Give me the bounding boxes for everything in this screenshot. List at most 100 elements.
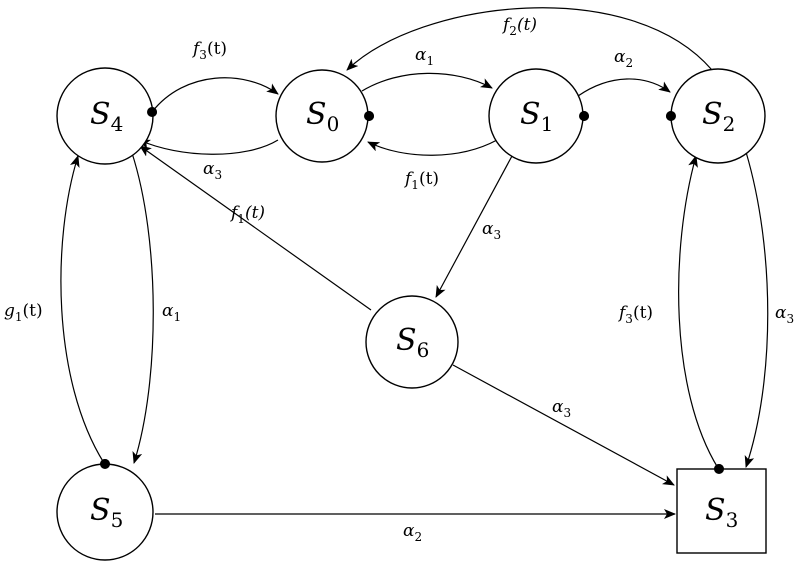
node-s0: S0 (275, 69, 369, 163)
edge-s2-to-s0-label: f2(t) (501, 15, 537, 38)
edge-s5-to-s4-label-subscript: 1 (15, 310, 23, 324)
edge-s1-to-s6-line (435, 155, 513, 298)
edge-s6-to-s4: f1(t) (139, 145, 372, 311)
node-s2: S2 (670, 68, 766, 164)
edge-s6-to-s4-label-arg: (t) (245, 203, 265, 223)
edge-s1-to-s2-label-subscript: 2 (625, 56, 633, 70)
edge-s1-to-s2-line (577, 78, 671, 97)
edge-s5-to-s4: g1(t) (4, 155, 110, 469)
edge-s4-to-s0-label-symbol: f (191, 39, 202, 59)
node-s4-port-dot (147, 107, 157, 117)
node-s1-port-dot (579, 111, 589, 121)
node-s5-subscript: 5 (111, 508, 124, 532)
edge-s6-to-s4-label-symbol: f (229, 203, 240, 223)
node-s0-port-dot (364, 111, 374, 121)
node-s1-subscript: 1 (541, 112, 554, 136)
edge-s1-to-s0-label-arg: (t) (419, 169, 439, 189)
edge-s1-to-s6-label-symbol: α (482, 219, 494, 239)
edge-s1-to-s6: α3 (435, 155, 513, 298)
edge-s0-to-s1-label-subscript: 1 (426, 54, 434, 68)
edge-s6-to-s4-label-subscript: 1 (237, 212, 245, 226)
node-s0-label: S0 (306, 97, 339, 136)
edge-s2-to-s3-label-symbol: α (775, 303, 787, 323)
edge-s4-to-s0-line (151, 77, 279, 113)
edge-s6-to-s3: α3 (452, 364, 675, 486)
node-s2-port-dot (666, 111, 676, 121)
node-s4-subscript: 4 (111, 112, 124, 136)
edge-s2-to-s3-line (744, 151, 769, 468)
edge-s5-to-s3-label: α2 (403, 521, 422, 544)
edge-s6-to-s3-line (452, 364, 675, 486)
edge-s3-to-s2-label-subscript: 3 (625, 312, 633, 326)
edge-s6-to-s4-label: f1(t) (229, 203, 265, 226)
node-s3-label: S3 (705, 493, 738, 532)
edge-s3-to-s2-label: f3(t) (617, 303, 653, 326)
edge-s1-to-s2-label-symbol: α (614, 47, 626, 67)
node-s0-subscript: 0 (327, 112, 340, 136)
edge-s2-to-s0-label-arg: (t) (517, 15, 537, 35)
node-s3-port-dot (714, 464, 724, 474)
edge-s0-to-s4: α3 (138, 139, 279, 182)
edge-s6-to-s3-label-subscript: 3 (563, 406, 571, 420)
node-s6: S6 (365, 295, 459, 389)
edge-s0-to-s4-label-subscript: 3 (214, 168, 222, 182)
edge-s5-to-s3-label-subscript: 2 (414, 530, 422, 544)
edge-s5-to-s4-label: g1(t) (4, 301, 43, 324)
edge-s0-to-s1-label: α1 (415, 45, 434, 68)
edge-s5-to-s4-label-symbol: g (4, 301, 15, 321)
edge-s4-to-s0-label-arg: (t) (207, 39, 227, 59)
node-s5-label: S5 (90, 493, 123, 532)
edge-s2-to-s3-label-subscript: 3 (786, 312, 794, 326)
edge-s3-to-s2-label-symbol: f (617, 303, 628, 323)
edge-s2-to-s0-label-subscript: 2 (509, 24, 517, 38)
edge-s3-to-s2: f3(t) (617, 155, 724, 474)
edge-s2-to-s3-label: α3 (775, 303, 794, 326)
edge-s4-to-s5-line (131, 152, 154, 464)
edge-s5-to-s4-label-arg: (t) (23, 301, 43, 321)
edge-s2-to-s3: α3 (744, 151, 794, 468)
edge-s3-to-s2-label-arg: (t) (633, 303, 653, 323)
node-s6-symbol: S (396, 323, 417, 358)
edge-s0-to-s4-label-symbol: α (203, 159, 215, 179)
edge-s5-to-s4-line (60, 155, 105, 464)
edge-s6-to-s4-line (139, 145, 372, 311)
node-s1-label: S1 (520, 97, 553, 136)
node-s5-symbol: S (90, 493, 111, 528)
edge-s2-to-s0-line (346, 7, 713, 71)
edge-s1-to-s0-label-symbol: f (403, 169, 414, 189)
edge-s0-to-s1: α1 (361, 45, 493, 92)
edge-s1-to-s2-label: α2 (614, 47, 633, 70)
node-s5-port-dot (100, 459, 110, 469)
edge-s4-to-s5: α1 (131, 152, 181, 464)
node-s2-symbol: S (702, 97, 723, 132)
edge-s0-to-s4-line (138, 139, 279, 155)
edge-s0-to-s1-line (361, 72, 493, 92)
node-s3: S3 (676, 468, 767, 554)
edge-s1-to-s6-label: α3 (482, 219, 501, 242)
edge-s5-to-s3-label-symbol: α (403, 521, 415, 541)
node-s0-symbol: S (306, 97, 327, 132)
edge-s5-to-s3: α2 (155, 509, 676, 544)
edge-s6-to-s3-label: α3 (552, 397, 571, 420)
edge-s1-to-s2: α2 (577, 47, 676, 121)
edge-s4-to-s5-label: α1 (162, 301, 181, 324)
node-s5: S5 (56, 463, 154, 561)
nodes: S4 S0 S1 S2 S6 (56, 67, 767, 561)
edge-s4-to-s5-label-symbol: α (162, 301, 174, 321)
node-s6-subscript: 6 (417, 338, 430, 362)
node-s4-symbol: S (90, 97, 111, 132)
node-s2-label: S2 (702, 97, 735, 136)
edge-s3-to-s2-line (678, 155, 719, 469)
node-s2-subscript: 2 (723, 112, 736, 136)
node-s4: S4 (56, 67, 154, 165)
edge-s4-to-s0: f3(t) (147, 39, 279, 117)
edge-s4-to-s0-label-subscript: 3 (199, 48, 207, 62)
edge-s1-to-s6-label-subscript: 3 (493, 228, 501, 242)
edge-s6-to-s3-label-symbol: α (552, 397, 564, 417)
node-s1-symbol: S (520, 97, 541, 132)
edge-s0-to-s4-label: α3 (203, 159, 222, 182)
node-s4-label: S4 (90, 97, 123, 136)
node-s6-circle (365, 295, 459, 389)
node-s1: S1 (488, 68, 584, 164)
